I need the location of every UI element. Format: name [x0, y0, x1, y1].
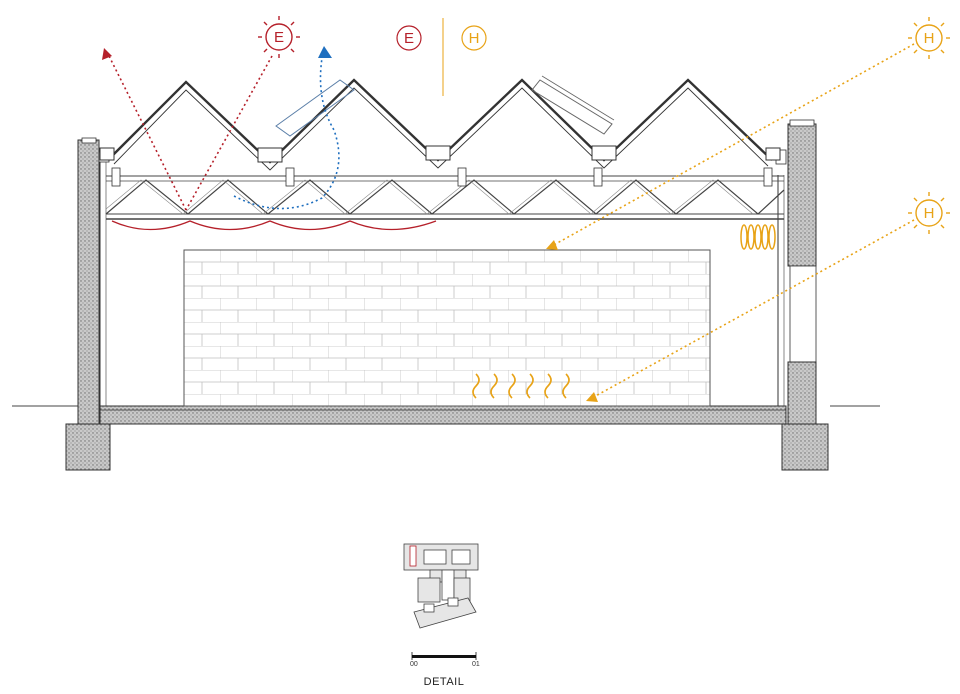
- sun-icon: [908, 192, 950, 234]
- detail-thumbnail: [403, 543, 479, 629]
- sawtooth-roof: [99, 75, 781, 187]
- right-wall: [775, 119, 829, 471]
- roof-truss: [105, 175, 785, 220]
- heat-wave-icon: [472, 373, 570, 399]
- heat-rays: [551, 43, 915, 399]
- scale-bar: [411, 652, 477, 660]
- brick-wall: [183, 249, 711, 407]
- orange-sun-mid-label: H: [924, 205, 935, 222]
- legend: E H: [396, 18, 487, 96]
- airflow-arrow-icon: [318, 46, 332, 58]
- legend-heat-label: H: [469, 30, 480, 47]
- red-sun-label: E: [274, 29, 284, 46]
- left-wall: [65, 137, 111, 471]
- floor-slab: [99, 405, 787, 425]
- heat-arrow-icons: [546, 240, 598, 402]
- scale-start-label: 00: [410, 661, 418, 668]
- legend-energy-label: E: [404, 30, 414, 47]
- detail-caption: DETAIL: [424, 676, 465, 688]
- sun-icon: [908, 17, 950, 59]
- scale-end-label: 01: [472, 661, 480, 668]
- red-shading-curtains: [111, 220, 437, 231]
- orange-sun-top-label: H: [924, 30, 935, 47]
- sun-icon: [258, 16, 300, 58]
- heat-coil: [740, 224, 776, 250]
- energy-rays: [107, 53, 273, 211]
- arrow-head-icon: [102, 48, 112, 60]
